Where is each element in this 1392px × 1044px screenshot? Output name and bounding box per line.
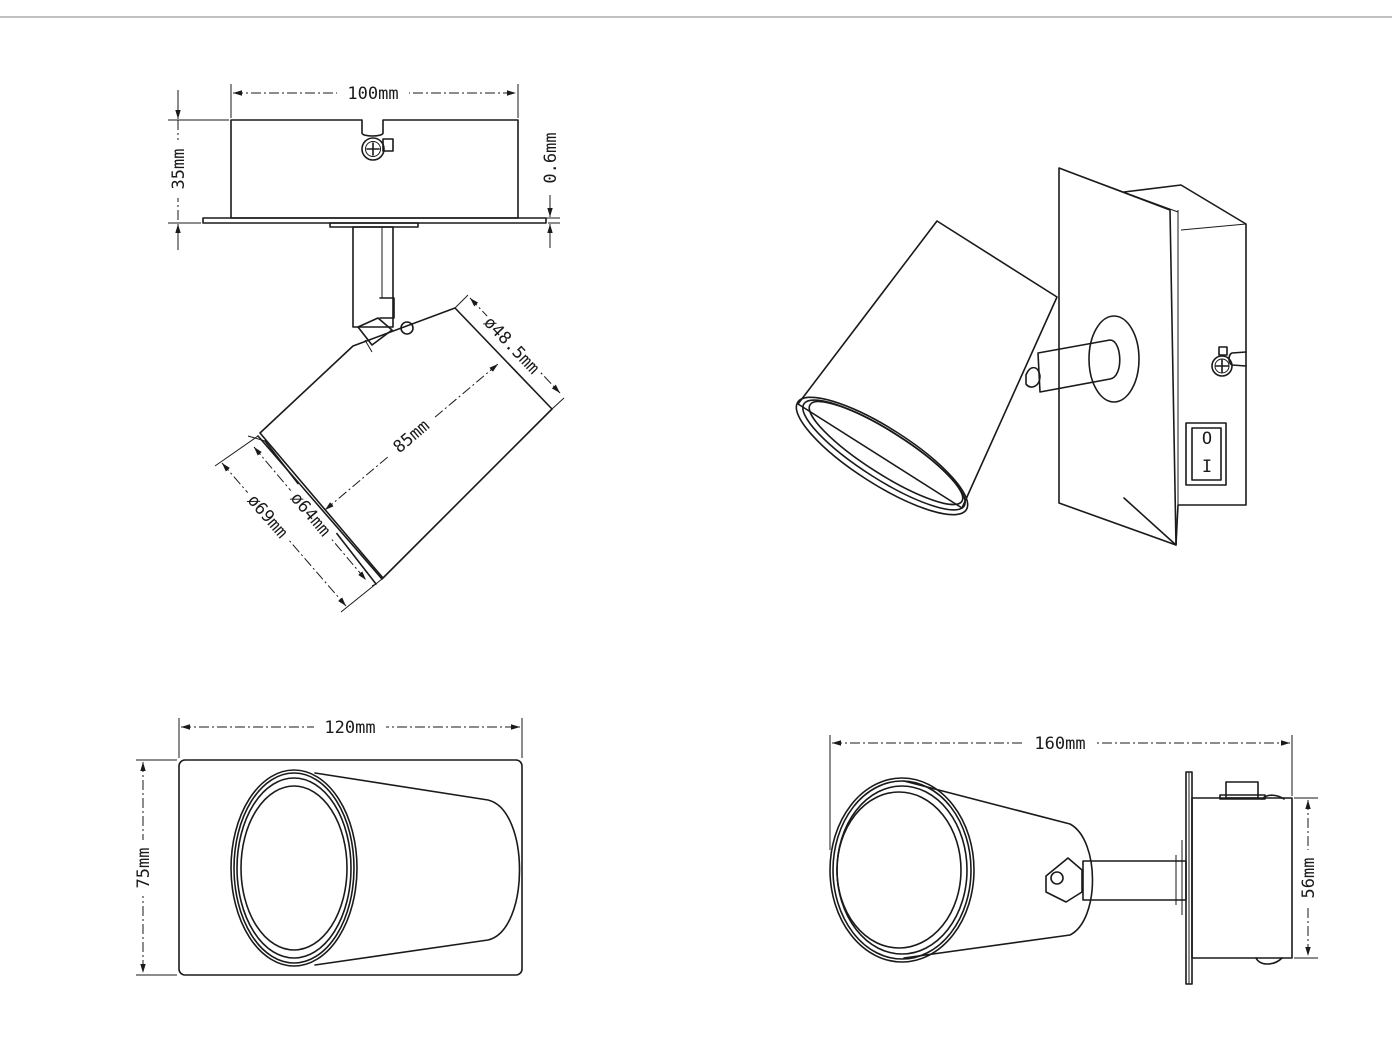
side-cone (903, 780, 1094, 959)
rosette (1088, 315, 1140, 403)
mount-box (230, 119, 519, 219)
front-view (178, 759, 523, 976)
side-box (1191, 797, 1293, 959)
side-view-dimensions: 160mm 56mm (829, 732, 1319, 959)
swivel-joint (357, 317, 393, 346)
rocker-switch: O I (1185, 422, 1227, 486)
side-lens (836, 791, 962, 949)
switch-off-mark: O (1202, 429, 1212, 449)
stem (352, 226, 394, 328)
dim-top-height: 35mm (169, 149, 189, 190)
perspective-box (1123, 184, 1247, 546)
dim-plate-thickness: 0.6mm (541, 132, 561, 183)
dim-head-back-diameter: ø48.5mm (479, 313, 543, 379)
dim-head-outer-diameter: ø69mm (243, 491, 292, 543)
screw-icon (361, 137, 394, 161)
dim-front-height: 75mm (134, 848, 154, 889)
dim-top-width: 100mm (347, 84, 398, 104)
side-arm (1082, 860, 1187, 901)
dim-side-length: 160mm (1034, 734, 1085, 754)
side-view (829, 771, 1293, 985)
top-view-dimensions: 100mm 35mm 0.6mm ø48.5mm 85mm ø64mm (168, 82, 565, 613)
dim-front-width: 120mm (324, 718, 375, 738)
perspective-view: O I (795, 167, 1247, 546)
side-knob (1045, 857, 1083, 903)
perspective-lamp-shade (797, 220, 1058, 509)
arm (1037, 339, 1121, 393)
side-switch (1225, 781, 1259, 799)
front-lens (240, 785, 348, 951)
side-rim-outer (829, 777, 975, 963)
perspective-wall-plate (1058, 167, 1177, 546)
switch-on-mark: I (1202, 457, 1212, 477)
screw-icon (1211, 346, 1233, 377)
front-view-dimensions: 120mm 75mm (133, 716, 523, 976)
front-cone (314, 772, 521, 966)
front-rim-outer (230, 769, 358, 967)
dim-side-height: 56mm (1299, 858, 1319, 899)
perspective-lamp-rim (795, 396, 969, 516)
front-plate (178, 759, 523, 976)
